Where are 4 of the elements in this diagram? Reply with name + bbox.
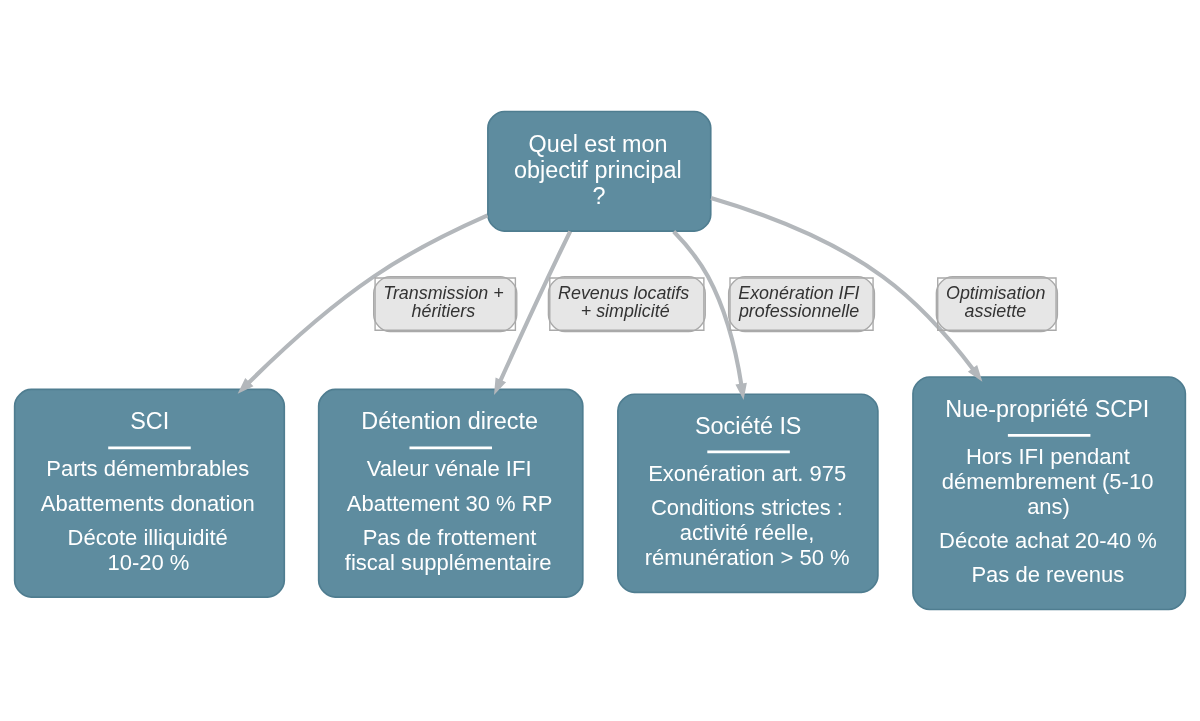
edge-label: Revenus locatifs + simplicité	[558, 283, 690, 322]
edge-label: Optimisation assiette	[945, 283, 1046, 322]
edge-label: Exonération IFI professionnelle	[738, 283, 860, 322]
edge-label: Transmission + héritiers	[383, 283, 504, 322]
